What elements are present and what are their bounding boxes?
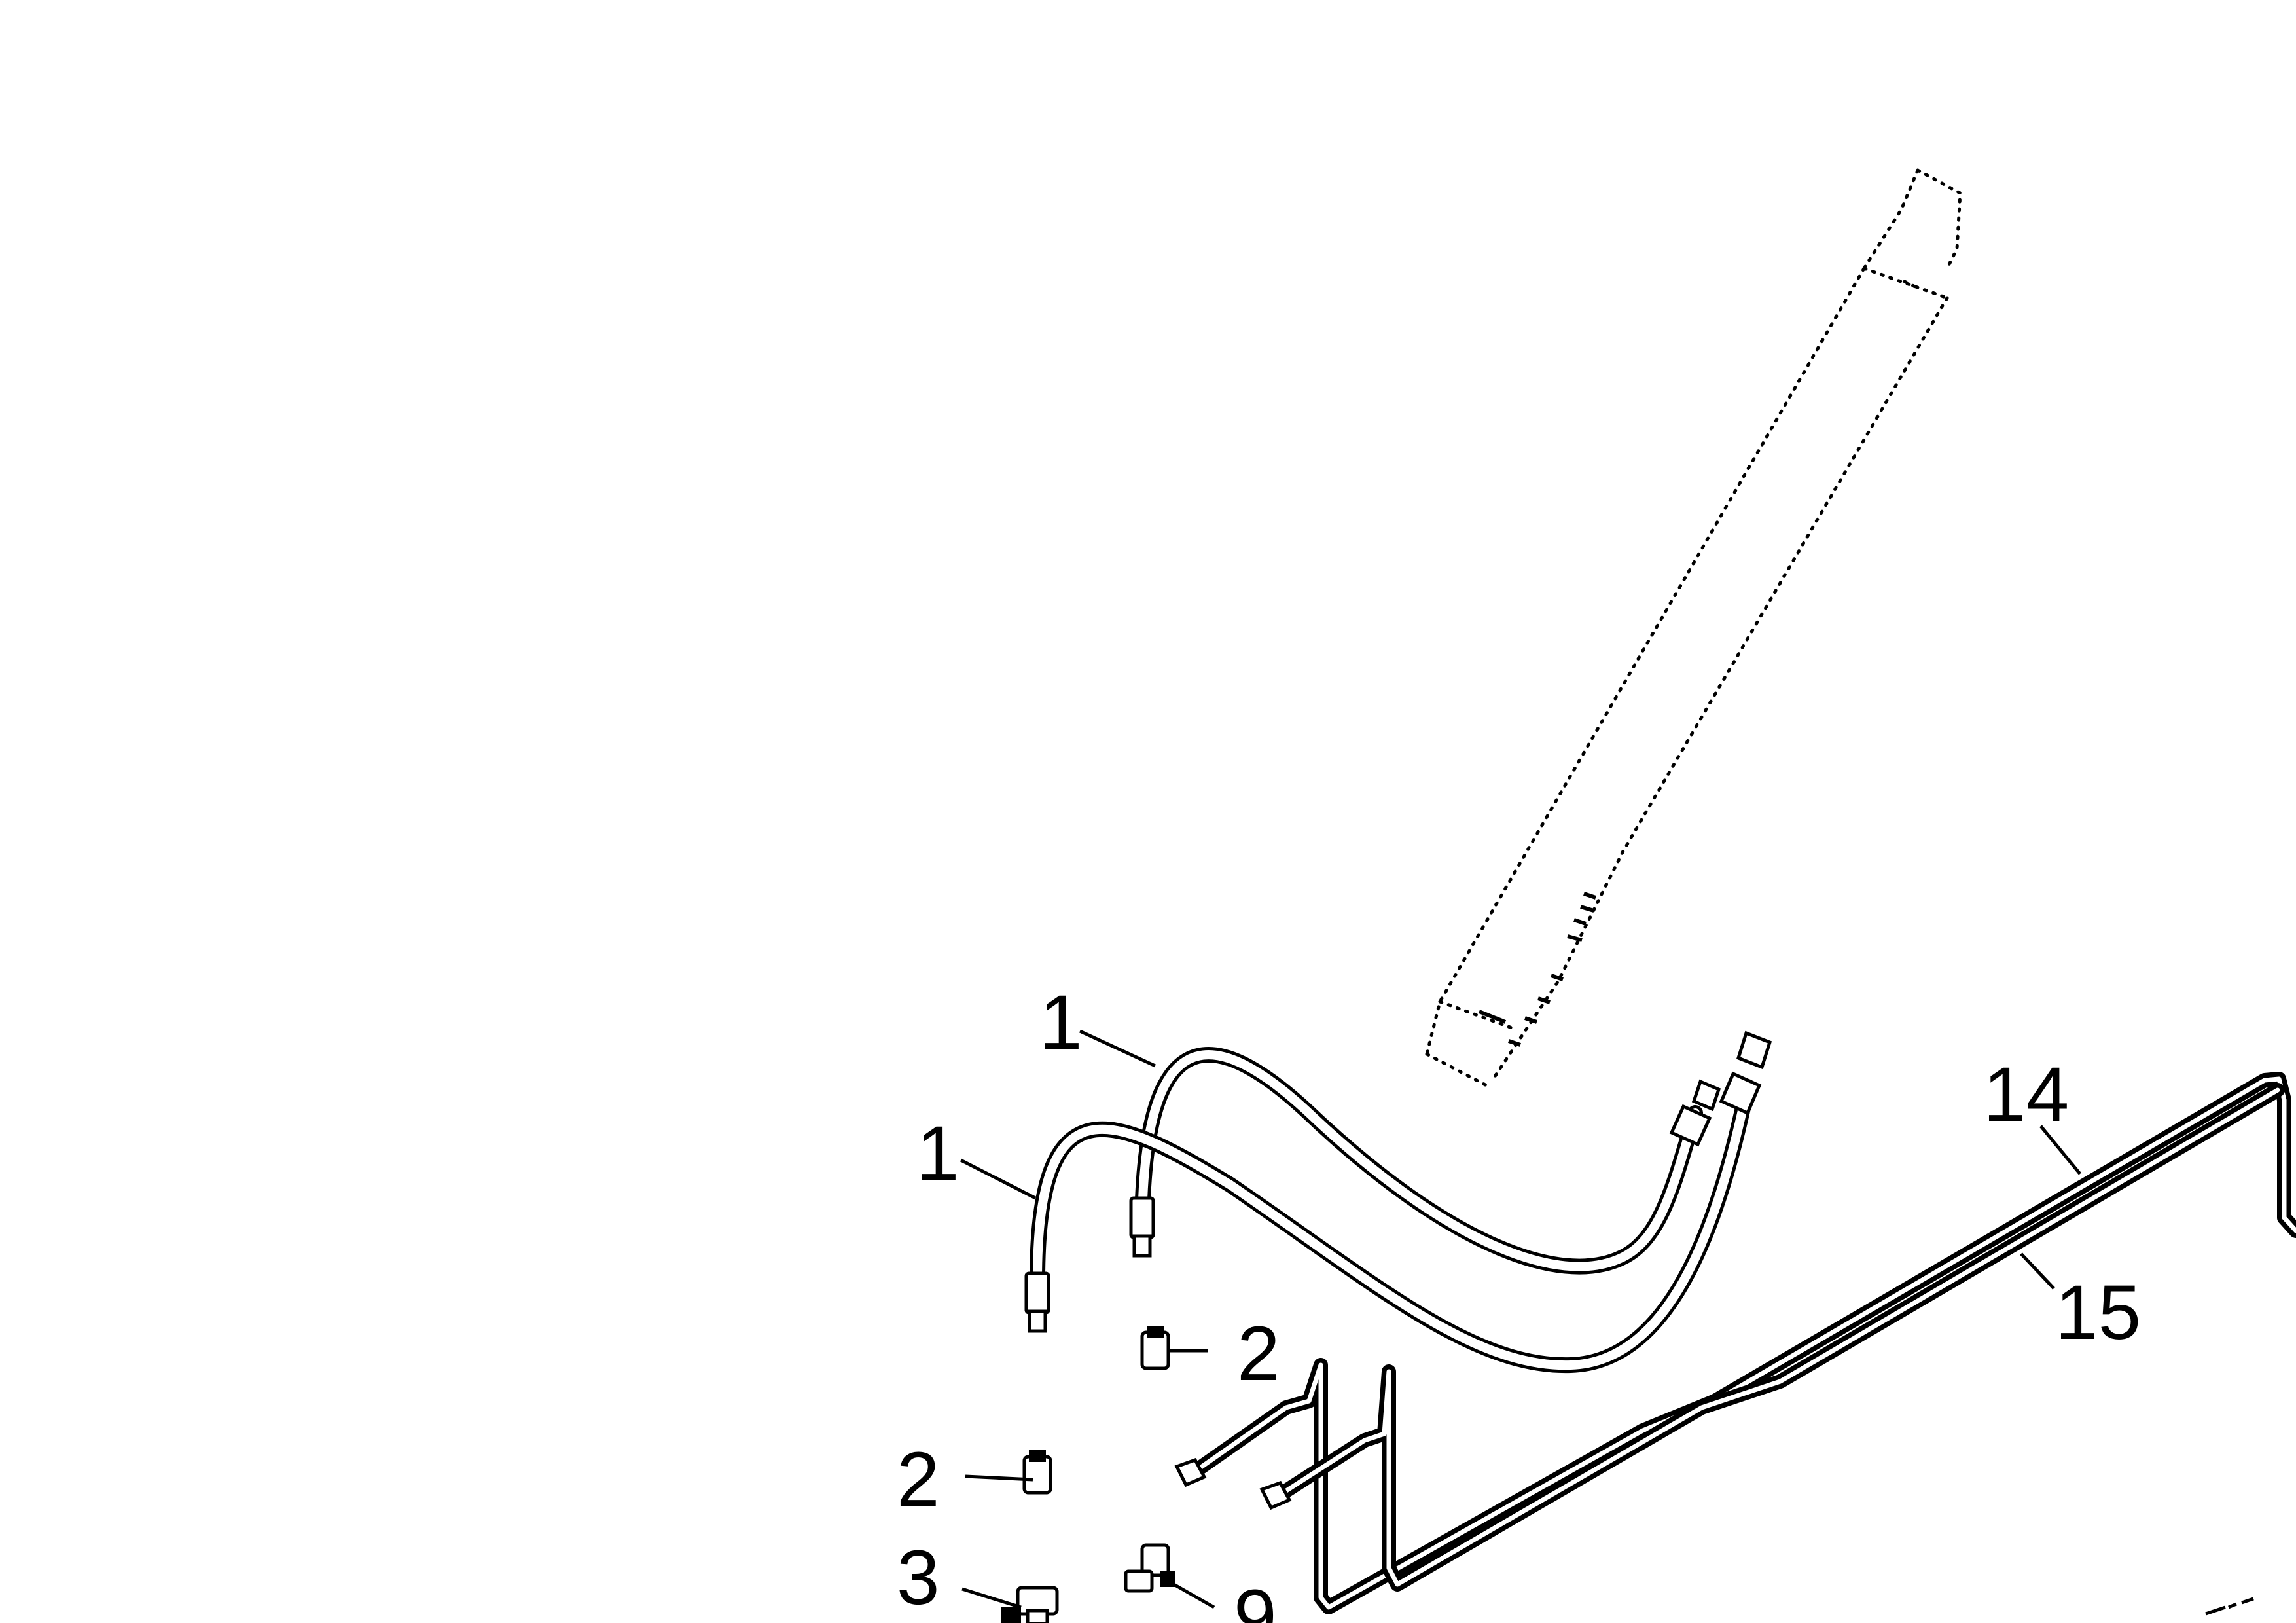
- steel-tube-assembly: [1174, 1072, 2296, 1616]
- hose-lower-ferrule-right: [1719, 1071, 1762, 1116]
- hose-lower-elbow-right: [1736, 1030, 1772, 1070]
- hose-upper-elbow-right: [1691, 1079, 1721, 1112]
- tube-nut-b: [1259, 1480, 1292, 1510]
- fitting-2-lower: [1022, 1450, 1052, 1495]
- callout-2b: 2: [897, 1436, 940, 1523]
- hose-lower: [1024, 1030, 1772, 1374]
- hose-upper-fitting-left: [1129, 1196, 1155, 1239]
- hose-lower-fitting-left-end: [1028, 1309, 1047, 1333]
- fitting-2-upper: [1140, 1326, 1170, 1370]
- callout-labels: 1 1 2 2 3 9 14 15: [897, 979, 2141, 1623]
- tee-fitting-3: [1001, 1586, 1059, 1623]
- leader-lines: [960, 1029, 2081, 1609]
- callout-14: 14: [1983, 1051, 2069, 1138]
- callout-15: 15: [2055, 1269, 2141, 1356]
- callout-9: 9: [1234, 1574, 1277, 1623]
- hose-upper: [1129, 1047, 1721, 1275]
- callout-3: 3: [897, 1535, 940, 1621]
- hydraulic-cylinder-phantom: [1425, 168, 1962, 1089]
- callout-1a: 1: [1039, 979, 1083, 1066]
- hose-upper-fitting-left-end: [1132, 1234, 1152, 1258]
- hose-lower-fitting-left: [1024, 1271, 1050, 1315]
- tee-fitting-9: [1124, 1543, 1175, 1593]
- callout-2a: 2: [1237, 1311, 1280, 1397]
- hose-upper-ferrule-right: [1669, 1104, 1712, 1147]
- tube-nut-a: [1174, 1457, 1207, 1487]
- callout-1b: 1: [916, 1110, 960, 1197]
